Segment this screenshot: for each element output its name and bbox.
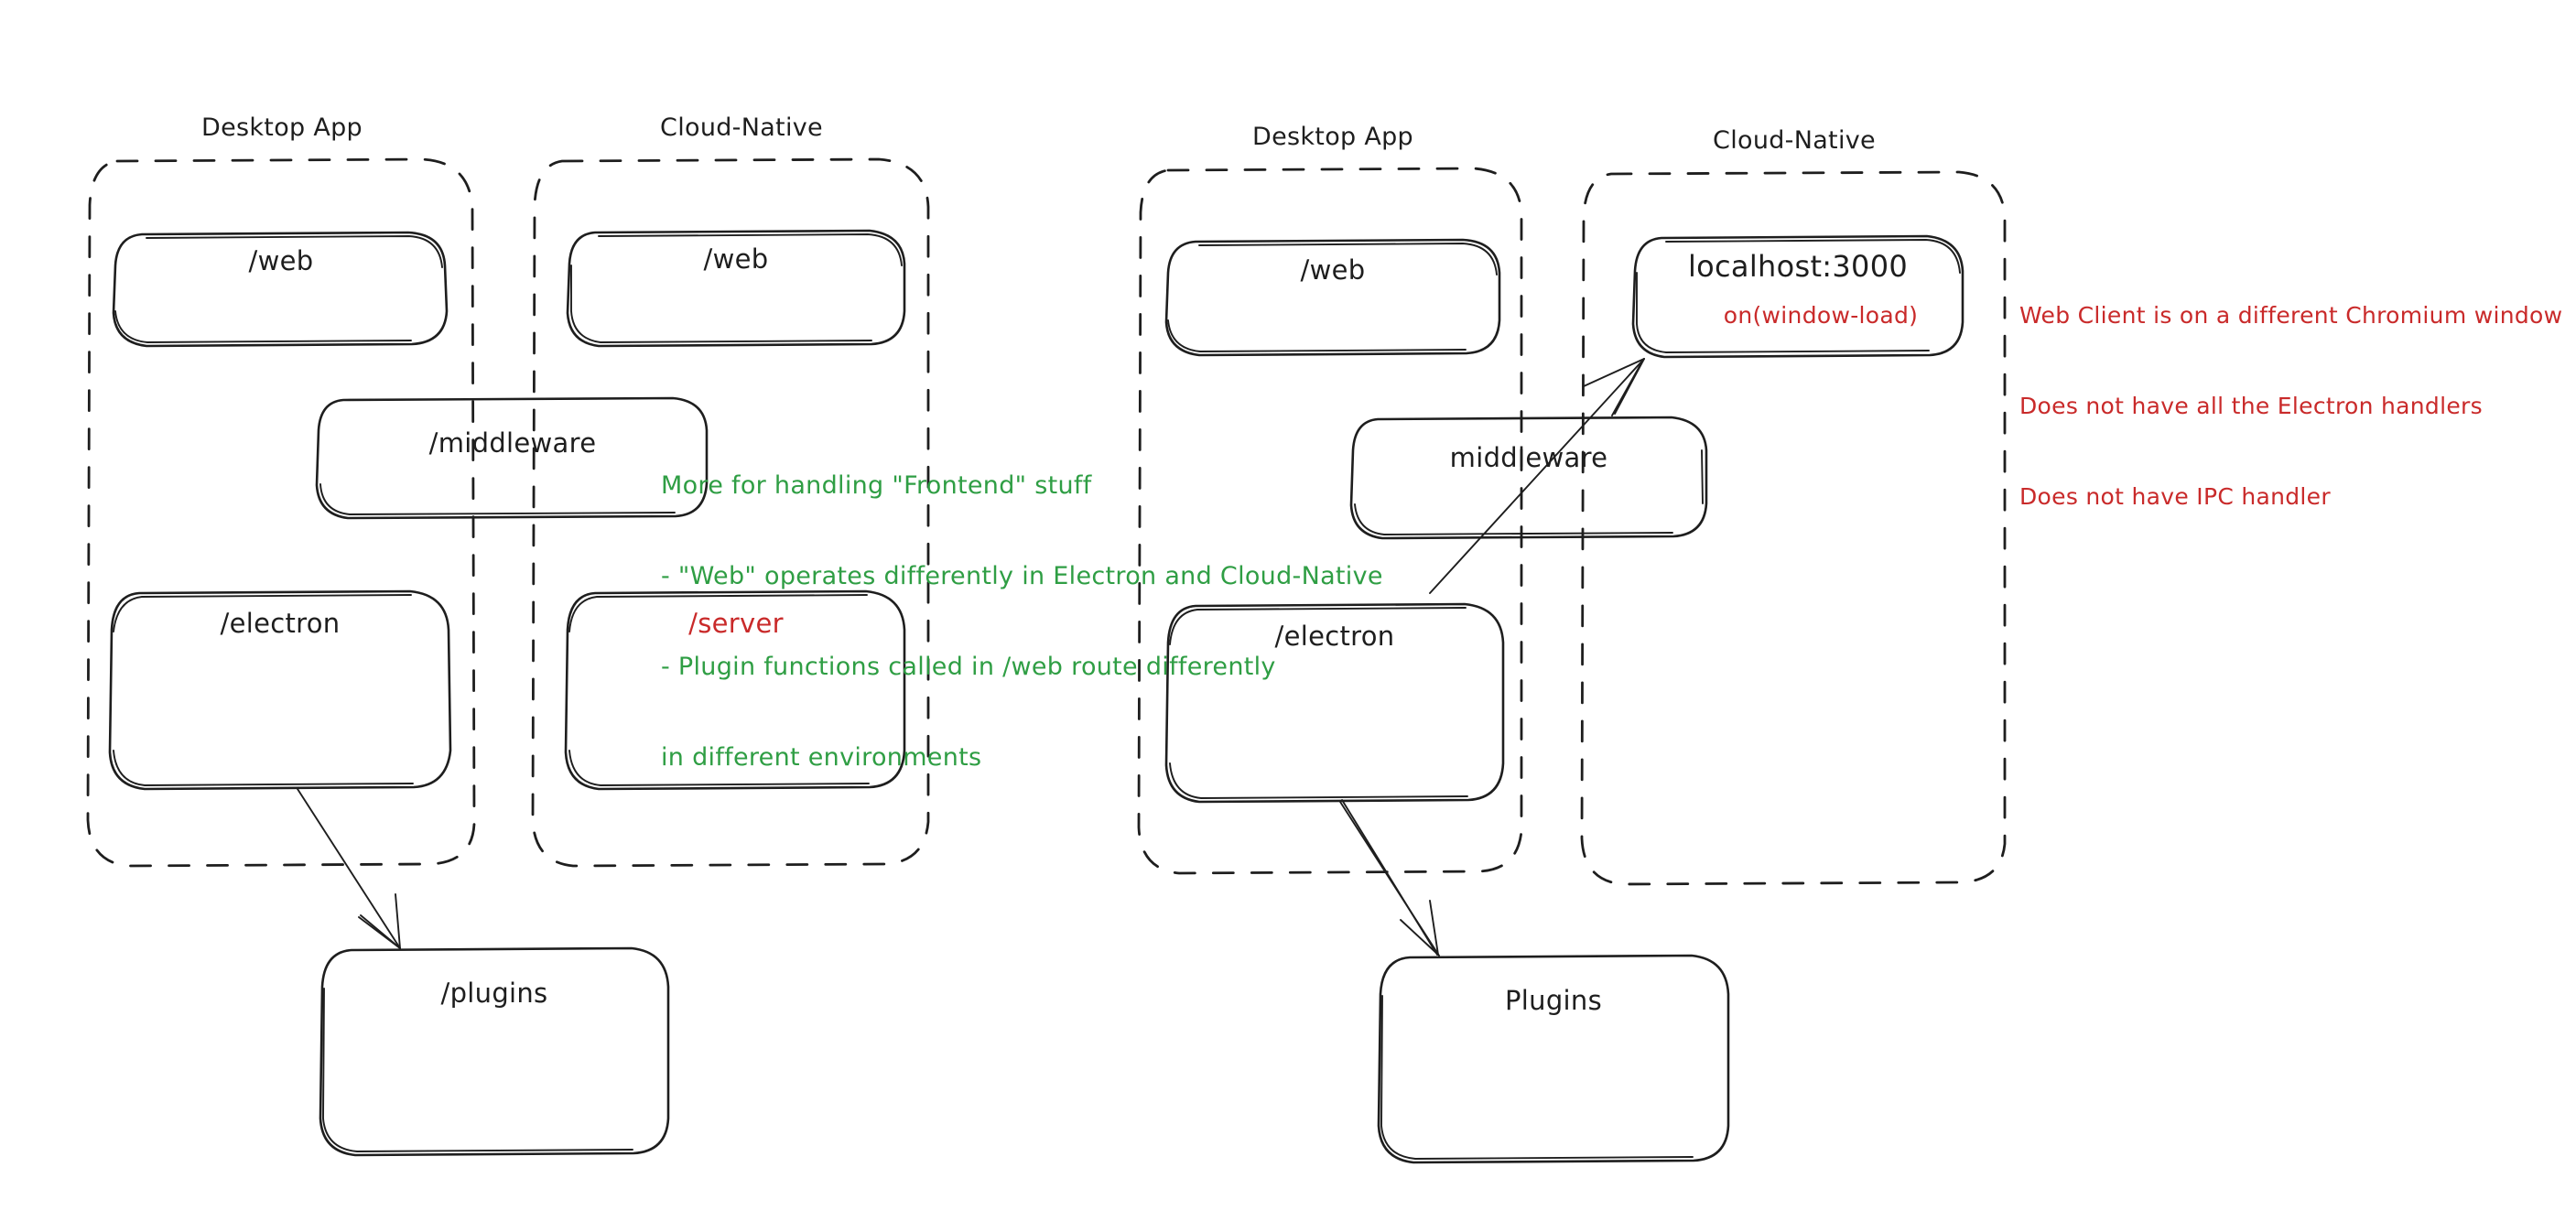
group-label-left-cloud-native: Cloud-Native [660,113,823,142]
node-label-left-plugins: /plugins [440,978,548,1009]
node-right-desktop-electron [1164,602,1505,804]
node-sublabel-right-localhost-on-window-load: on(window-load) [1723,302,1919,329]
group-label-right-desktop-app: Desktop App [1252,123,1413,151]
annotation-green-line-4: in different environments [661,743,982,772]
group-right-desktop-app [1137,167,1523,875]
annotation-green-line-1: More for handling "Frontend" stuff [661,471,1092,500]
node-label-right-desktop-web: /web [1300,254,1366,286]
arrow-left-electron-to-plugins [297,788,401,949]
node-left-cloud-server [564,589,906,791]
annotation-red-line-1: Web Client is on a different Chromium wi… [2019,302,2563,329]
node-left-desktop-electron [108,589,452,791]
group-right-cloud-native [1580,170,2007,886]
group-left-cloud-native [531,157,930,868]
node-label-left-middleware: /middleware [428,427,597,459]
node-left-cloud-web [566,229,906,348]
node-label-right-desktop-electron: /electron [1274,621,1395,652]
node-right-middleware [1349,416,1708,540]
node-right-localhost [1631,234,1964,359]
node-left-desktop-web [112,231,449,348]
group-label-left-desktop-app: Desktop App [201,113,363,142]
annotation-green-line-3: - Plugin functions called in /web route … [661,653,1276,681]
group-left-desktop-app [86,157,476,868]
node-right-desktop-web [1164,238,1501,357]
node-label-right-middleware: middleware [1449,442,1608,473]
annotation-red-line-2: Does not have all the Electron handlers [2019,393,2483,419]
group-label-right-cloud-native: Cloud-Native [1713,126,1876,155]
annotation-red-note: Web Client is on a different Chromium wi… [2019,240,2562,572]
node-left-plugins [319,946,670,1157]
annotation-green-line-2: - "Web" operates differently in Electron… [661,562,1383,590]
node-label-right-localhost: localhost:3000 [1687,249,1909,284]
node-right-plugins [1377,954,1730,1164]
node-left-middleware [315,396,709,520]
arrow-right-electron-to-plugins [1339,799,1440,956]
arrow-right-electron-to-localhost [1429,358,1645,594]
annotation-red-line-3: Does not have IPC handler [2019,483,2331,510]
annotation-green-note: More for handling "Frontend" stuff - "We… [661,410,1383,833]
node-label-left-desktop-electron: /electron [220,608,341,639]
node-label-left-cloud-server: /server [688,608,784,639]
node-label-left-desktop-web: /web [248,245,314,276]
node-label-left-cloud-web: /web [703,243,769,275]
node-label-right-plugins: Plugins [1505,985,1602,1016]
